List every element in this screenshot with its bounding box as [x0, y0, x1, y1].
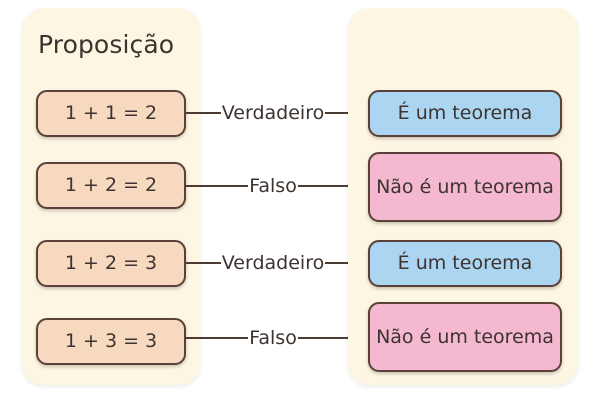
proposition-label-2: 1 + 2 = 2: [64, 174, 158, 197]
connector-label-2: Falso: [249, 175, 297, 197]
proposition-box-3[interactable]: 1 + 2 = 3: [36, 240, 186, 287]
result-label-4: Não é um teorema: [376, 325, 554, 348]
result-box-4[interactable]: Não é um teorema: [368, 302, 562, 372]
connector-2: Falso: [186, 175, 369, 197]
connector-3: Verdadeiro: [186, 252, 369, 274]
proposition-box-2[interactable]: 1 + 2 = 2: [36, 162, 186, 209]
proposition-box-1[interactable]: 1 + 1 = 2: [36, 90, 186, 137]
connector-4: Falso: [186, 327, 369, 349]
result-box-2[interactable]: Não é um teorema: [368, 152, 562, 222]
proposition-label-1: 1 + 1 = 2: [64, 102, 158, 125]
proposition-box-4[interactable]: 1 + 3 = 3: [36, 318, 186, 365]
result-label-3: É um teorema: [397, 252, 533, 275]
connector-label-3: Verdadeiro: [221, 252, 325, 274]
proposition-label-4: 1 + 3 = 3: [64, 330, 158, 353]
connector-label-1: Verdadeiro: [221, 102, 325, 124]
connector-label-4: Falso: [249, 327, 297, 349]
page-title: Proposição: [38, 30, 175, 59]
connector-1: Verdadeiro: [186, 102, 369, 124]
result-box-1[interactable]: É um teorema: [368, 90, 562, 137]
result-label-1: É um teorema: [397, 102, 533, 125]
result-box-3[interactable]: É um teorema: [368, 240, 562, 287]
proposition-label-3: 1 + 2 = 3: [64, 252, 158, 275]
result-label-2: Não é um teorema: [376, 175, 554, 198]
